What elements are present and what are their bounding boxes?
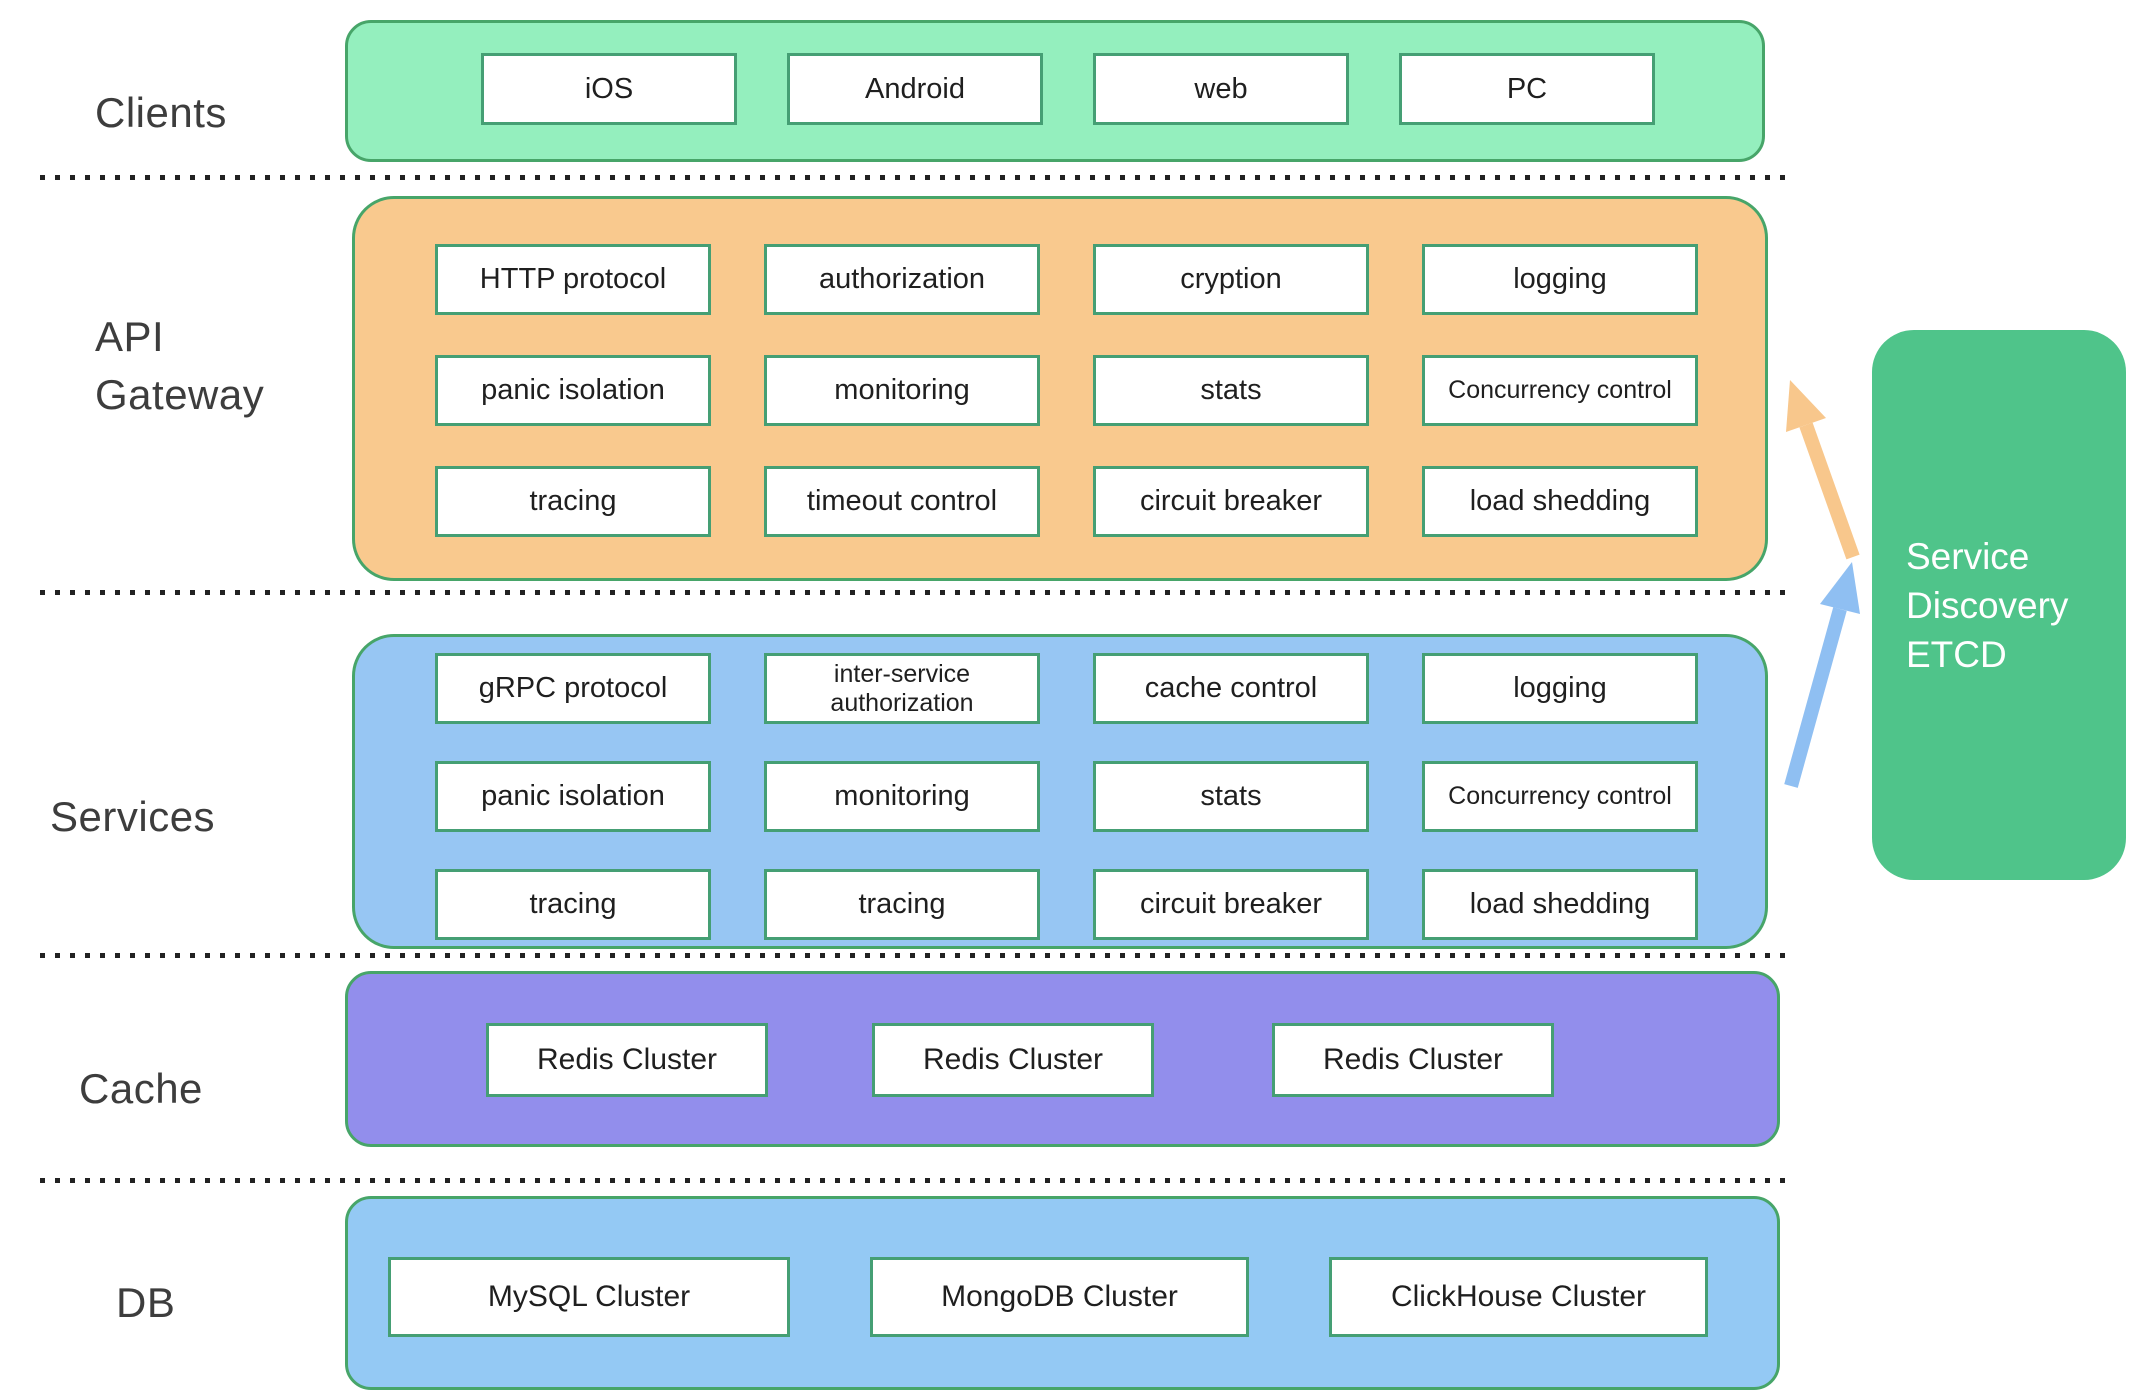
service-feature-box: inter-service authorization bbox=[764, 653, 1040, 724]
redis-cluster-box: Redis Cluster bbox=[1272, 1023, 1554, 1097]
layer-label-api-gateway: API Gateway bbox=[95, 313, 265, 418]
client-box-android: Android bbox=[787, 53, 1043, 125]
gateway-feature-box: panic isolation bbox=[435, 355, 711, 426]
service-discovery-etcd-label: Service Discovery ETCD bbox=[1906, 535, 2069, 675]
service-feature-box: Concurrency control bbox=[1422, 761, 1698, 832]
mongodb-cluster-box: MongoDB Cluster bbox=[870, 1257, 1249, 1337]
layer-label-clients: Clients bbox=[95, 89, 227, 136]
service-feature-box: monitoring bbox=[764, 761, 1040, 832]
service-feature-box: tracing bbox=[435, 869, 711, 940]
service-feature-box: logging bbox=[1422, 653, 1698, 724]
service-feature-box: tracing bbox=[764, 869, 1040, 940]
db-layer-block: MySQL Cluster MongoDB Cluster ClickHouse… bbox=[345, 1196, 1780, 1390]
gateway-feature-box: load shedding bbox=[1422, 466, 1698, 537]
gateway-feature-box: HTTP protocol bbox=[435, 244, 711, 315]
gateway-feature-box: authorization bbox=[764, 244, 1040, 315]
service-feature-box: circuit breaker bbox=[1093, 869, 1369, 940]
gateway-feature-box: cryption bbox=[1093, 244, 1369, 315]
layer-label-services: Services bbox=[50, 793, 216, 840]
service-feature-box: panic isolation bbox=[435, 761, 711, 832]
gateway-feature-box: circuit breaker bbox=[1093, 466, 1369, 537]
gateway-feature-box: monitoring bbox=[764, 355, 1040, 426]
mysql-cluster-box: MySQL Cluster bbox=[388, 1257, 790, 1337]
service-discovery-etcd-block: Service Discovery ETCD bbox=[1872, 330, 2126, 880]
service-feature-box: gRPC protocol bbox=[435, 653, 711, 724]
client-box-pc: PC bbox=[1399, 53, 1655, 125]
clickhouse-cluster-box: ClickHouse Cluster bbox=[1329, 1257, 1708, 1337]
gateway-feature-box: logging bbox=[1422, 244, 1698, 315]
cache-layer-block: Redis Cluster Redis Cluster Redis Cluste… bbox=[345, 971, 1780, 1147]
arrow-etcd-to-gateway bbox=[1786, 380, 1860, 560]
service-feature-box: stats bbox=[1093, 761, 1369, 832]
separator-cache-db bbox=[40, 1178, 1790, 1183]
separator-gateway-services bbox=[40, 590, 1790, 595]
redis-cluster-box: Redis Cluster bbox=[486, 1023, 768, 1097]
gateway-feature-box: Concurrency control bbox=[1422, 355, 1698, 426]
gateway-feature-box: tracing bbox=[435, 466, 711, 537]
separator-clients-gateway bbox=[40, 175, 1790, 180]
client-box-web: web bbox=[1093, 53, 1349, 125]
service-feature-box: load shedding bbox=[1422, 869, 1698, 940]
redis-cluster-box: Redis Cluster bbox=[872, 1023, 1154, 1097]
gateway-feature-box: timeout control bbox=[764, 466, 1040, 537]
layer-label-cache: Cache bbox=[79, 1065, 203, 1112]
services-layer-block: gRPC protocol inter-service authorizatio… bbox=[352, 634, 1768, 949]
arrow-services-to-etcd bbox=[1784, 562, 1860, 788]
separator-services-cache bbox=[40, 953, 1790, 958]
service-feature-box: cache control bbox=[1093, 653, 1369, 724]
gateway-feature-box: stats bbox=[1093, 355, 1369, 426]
clients-layer-block: iOS Android web PC bbox=[345, 20, 1765, 162]
layer-label-db: DB bbox=[116, 1279, 176, 1326]
api-gateway-layer-block: HTTP protocol authorization cryption log… bbox=[352, 196, 1768, 581]
client-box-ios: iOS bbox=[481, 53, 737, 125]
